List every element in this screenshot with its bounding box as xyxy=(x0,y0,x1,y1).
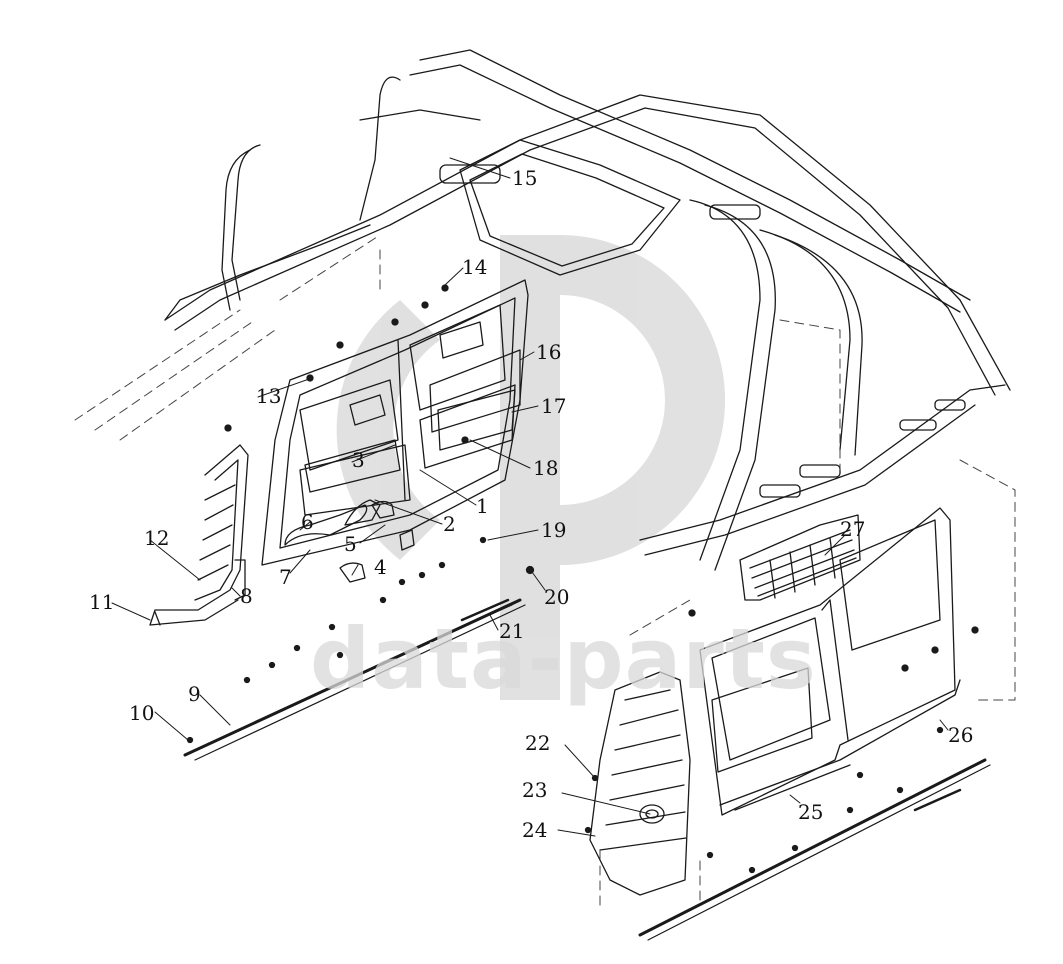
right-side-panel xyxy=(699,507,961,816)
callout-8: 8 xyxy=(240,584,253,608)
callout-4: 4 xyxy=(374,555,387,579)
left-pillar-trim xyxy=(149,444,249,626)
callout-20: 20 xyxy=(544,585,570,609)
callout-16: 16 xyxy=(536,340,562,364)
callout-15: 15 xyxy=(512,166,538,190)
left-sill-strips xyxy=(183,598,526,761)
callout-7: 7 xyxy=(279,565,292,589)
callout-18: 18 xyxy=(533,456,559,480)
fasteners xyxy=(186,284,979,874)
callout-26: 26 xyxy=(948,723,974,747)
callout-17: 17 xyxy=(541,394,567,418)
callout-12: 12 xyxy=(144,526,170,550)
callout-24: 24 xyxy=(522,818,548,842)
left-side-panel xyxy=(261,279,529,566)
right-pillar-trim xyxy=(589,671,691,896)
callout-22: 22 xyxy=(525,731,551,755)
leader-lines xyxy=(111,157,949,837)
callout-5: 5 xyxy=(344,532,357,556)
callout-3: 3 xyxy=(352,448,365,472)
body-frame xyxy=(164,49,1011,571)
callout-6: 6 xyxy=(301,510,314,534)
callout-13: 13 xyxy=(256,384,282,408)
watermark-text: data-parts xyxy=(310,610,817,708)
handles xyxy=(284,499,415,583)
right-sill-strips xyxy=(638,758,991,941)
callout-10: 10 xyxy=(129,701,155,725)
callout-25: 25 xyxy=(798,800,824,824)
callout-21: 21 xyxy=(499,619,525,643)
callout-14: 14 xyxy=(462,255,488,279)
callout-19: 19 xyxy=(541,518,567,542)
callout-23: 23 xyxy=(522,778,548,802)
callout-2: 2 xyxy=(443,512,456,536)
callout-1: 1 xyxy=(476,494,489,518)
storage-pockets xyxy=(304,349,521,493)
mesh-net xyxy=(739,514,861,601)
callout-11: 11 xyxy=(89,590,115,614)
callout-27: 27 xyxy=(840,517,866,541)
callout-9: 9 xyxy=(188,682,201,706)
